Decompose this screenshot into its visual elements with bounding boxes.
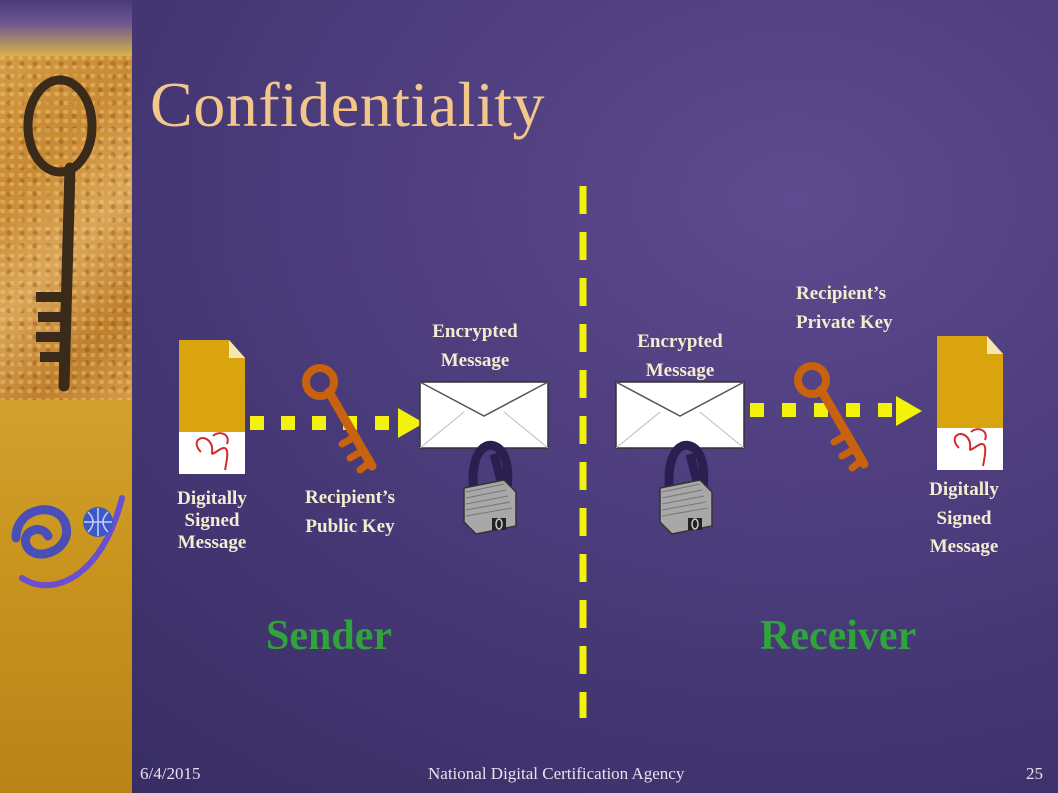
document-icon-sender [178, 339, 246, 475]
sidebar [0, 0, 132, 793]
receiver-document-label: Digitally Signed Message [929, 479, 999, 557]
public-key-label: Recipient’s Public Key [304, 487, 396, 537]
antique-key-icon [23, 75, 97, 392]
receiver-section-label: Receiver [760, 613, 917, 659]
sender-document-label: Digitally Signed Message [177, 488, 247, 553]
sender-envelope-label: Encrypted Message [432, 321, 518, 371]
private-key-label: Recipient’s Private Key [796, 283, 893, 333]
dotted-arrow-receiver [750, 396, 922, 426]
envelope-icon-receiver [615, 381, 745, 449]
padlock-icon-sender [464, 445, 516, 534]
padlock-icon-receiver [660, 445, 712, 534]
receiver-envelope-label: Encrypted Message [637, 331, 723, 381]
sender-section-label: Sender [266, 613, 392, 659]
slide-title: Confidentiality [150, 69, 545, 140]
ndca-logo [11, 495, 125, 589]
sidebar-top-strip [0, 0, 132, 56]
footer-organization: National Digital Certification Agency [428, 764, 685, 783]
footer-page-number: 25 [1026, 764, 1043, 783]
document-icon-receiver [936, 335, 1004, 471]
footer-date: 6/4/2015 [140, 764, 201, 783]
envelope-icon-sender [419, 381, 549, 449]
